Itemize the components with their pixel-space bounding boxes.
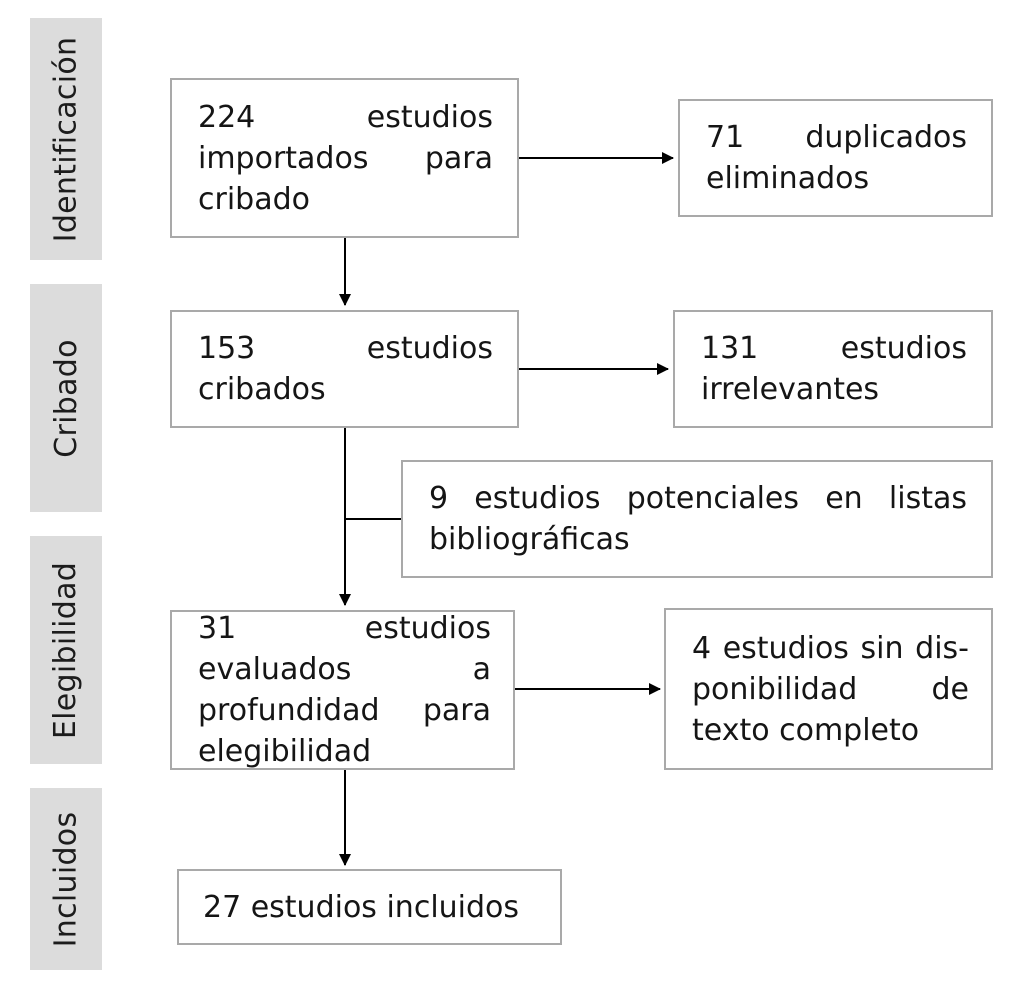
box-duplicates: 71 duplicados eliminados xyxy=(678,99,993,217)
box-imported-text: 224 estudios importados para cribado xyxy=(198,99,493,217)
box-no-fulltext: 4 estudios sin dis­ponibilidad de texto … xyxy=(664,608,993,770)
box-assessed: 31 estudios evalua­dos a profundidad par… xyxy=(170,610,515,770)
box-no-fulltext-text: 4 estudios sin dis­ponibilidad de texto … xyxy=(692,630,969,748)
box-included-text: 27 estudios incluidos xyxy=(203,889,520,925)
box-irrelevant-text: 131 estudios irrelevantes xyxy=(701,331,967,407)
phase-label-eligibility: Elegibilidad xyxy=(30,536,102,764)
box-irrelevant: 131 estudios irrelevantes xyxy=(673,310,993,428)
box-imported: 224 estudios importados para cribado xyxy=(170,78,519,238)
phase-label-identification: Identificación xyxy=(30,18,102,260)
phase-label-included: Incluidos xyxy=(30,788,102,970)
box-bibliographic: 9 estudios potenciales en listas bibliog… xyxy=(401,460,993,578)
box-bibliographic-text: 9 estudios potenciales en listas bibliog… xyxy=(429,481,967,557)
box-screened: 153 estudios cribados xyxy=(170,310,519,428)
box-duplicates-text: 71 duplicados eliminados xyxy=(706,120,967,196)
box-screened-text: 153 estudios cribados xyxy=(198,331,493,407)
box-assessed-text: 31 estudios evalua­dos a profundidad par… xyxy=(198,611,491,769)
phase-label-screening: Cribado xyxy=(30,284,102,512)
box-included: 27 estudios incluidos xyxy=(177,869,562,945)
